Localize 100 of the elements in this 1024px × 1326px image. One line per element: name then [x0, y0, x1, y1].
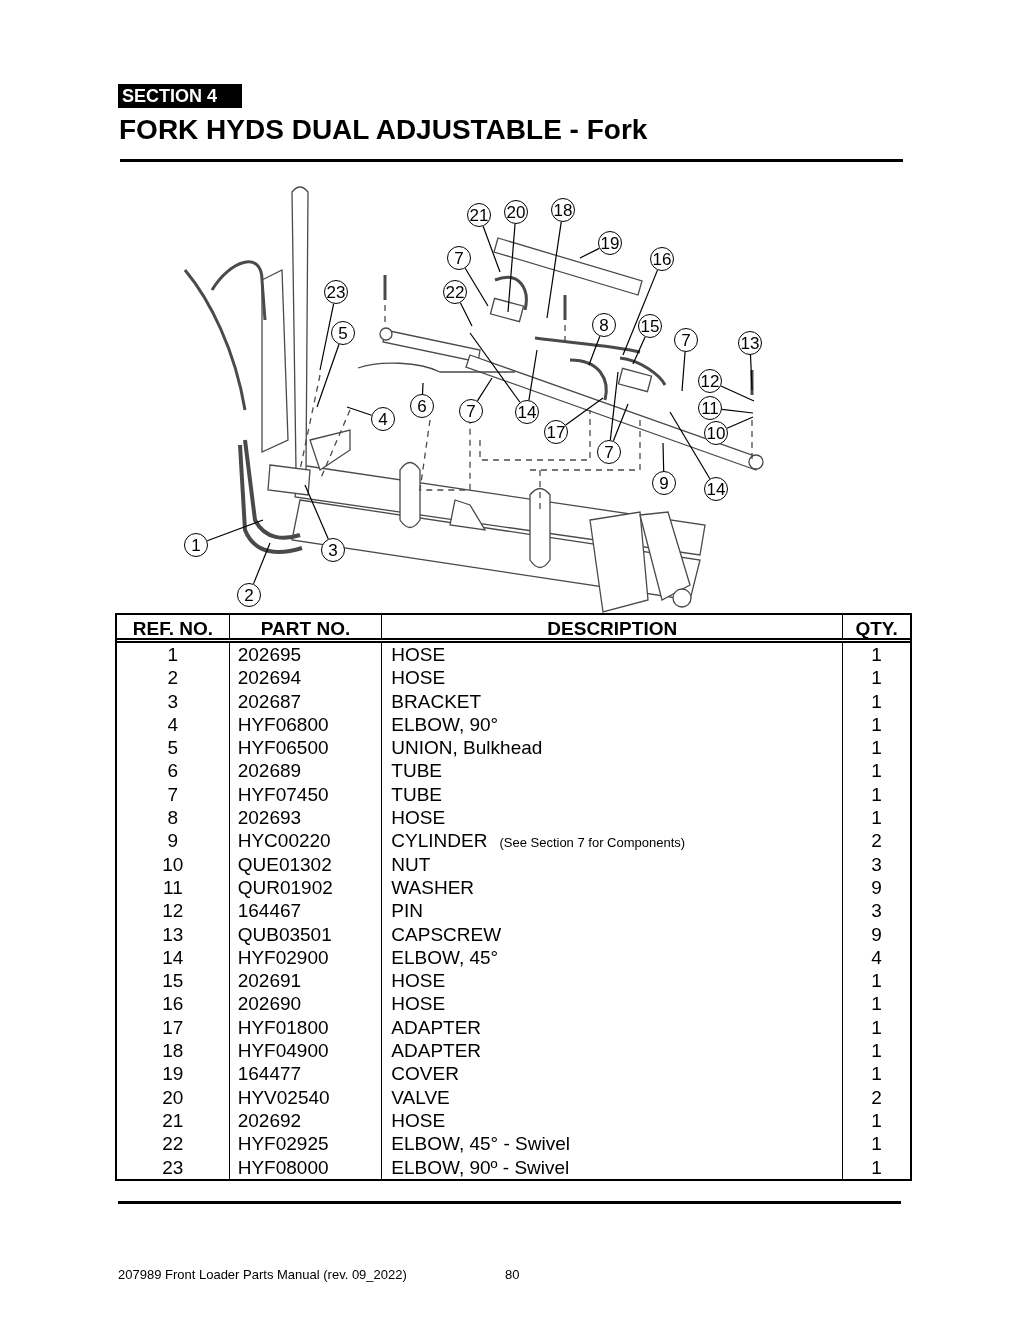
table-cell-text: QUR01902	[237, 876, 333, 898]
table-cell-text: HOSE	[391, 667, 446, 689]
table-cell-text: HYC00220	[237, 830, 331, 852]
table-cell-text: 1	[871, 644, 882, 665]
callout-number: 14	[704, 477, 728, 501]
table-cell-text: 1	[871, 690, 882, 712]
table-cell-text: 4	[871, 946, 882, 968]
callout-number: 6	[410, 394, 434, 418]
table-cell-text: 10	[162, 853, 184, 875]
table-cell-text: 9	[167, 830, 179, 852]
table-cell-text: 1	[871, 667, 882, 689]
table-cell-text: 9	[871, 876, 882, 898]
table-cell-text: HOSE	[391, 1109, 446, 1131]
leader-line	[609, 371, 619, 441]
table-cell-text: 1	[871, 783, 882, 805]
table-cell-text: HYF02925	[237, 1133, 329, 1155]
table-cell-text: 18	[162, 1040, 184, 1062]
table-cell-text: 1	[871, 970, 882, 992]
table-cell-text: 1	[871, 1063, 882, 1085]
table-cell-text: WASHER	[391, 876, 475, 898]
callout-number: 21	[467, 203, 491, 227]
table-cell-text: HOSE	[391, 644, 446, 665]
leader-line	[662, 442, 665, 472]
table-cell-text: 15	[162, 970, 184, 992]
leader-line	[346, 406, 373, 416]
leader-line	[421, 382, 424, 395]
leader-line	[721, 408, 754, 414]
table-cell-text: 1	[871, 1109, 882, 1131]
table-cell-text: PIN	[391, 900, 424, 922]
leader-line	[681, 351, 686, 392]
table-cell-text: 16	[162, 993, 184, 1015]
table-cell-text: HYF06800	[237, 713, 329, 735]
callout-number: 4	[371, 407, 395, 431]
table-cell-text: 202689	[237, 760, 302, 782]
table-cell-text: QUB03501	[237, 923, 332, 945]
table-cell-text: 13	[162, 923, 184, 945]
callout-number: 18	[551, 198, 575, 222]
callout-number: 14	[515, 400, 539, 424]
table-cell-text: 2	[167, 667, 179, 689]
table-cell-text: 3	[167, 690, 179, 712]
callout-number: 16	[650, 247, 674, 271]
table-cell-text: 1	[871, 737, 882, 759]
callout-number: 7	[447, 246, 471, 270]
table-cell-text: ADAPTER	[391, 1040, 482, 1062]
leader-line	[726, 416, 754, 429]
table-cell-text: BRACKET	[391, 690, 482, 712]
callout-number: 3	[321, 538, 345, 562]
table-cell-text: ELBOW, 90°	[391, 713, 499, 735]
leader-line	[749, 354, 753, 391]
table-cell-text: CYLINDER	[391, 829, 488, 853]
leader-line	[720, 385, 755, 402]
table-cell-text: 4	[167, 713, 179, 735]
table-cell-text: NUT	[391, 853, 431, 875]
leader-line	[469, 332, 521, 403]
leader-line	[565, 397, 604, 426]
table-cell-text: 11	[163, 876, 183, 898]
callout-number: 23	[324, 280, 348, 304]
column-header: QTY.	[854, 617, 899, 638]
callout-number: 9	[652, 471, 676, 495]
leader-line	[632, 336, 646, 365]
table-note: (See Section 7 for Components)	[499, 834, 686, 853]
leader-line	[546, 221, 562, 319]
table-cell-text: 5	[167, 737, 179, 759]
callout-number: 19	[598, 231, 622, 255]
callout-number: 20	[504, 200, 528, 224]
table-cell-text: HYF01800	[237, 1016, 329, 1038]
table-cell-text: 2	[871, 830, 882, 852]
table-cell-text: HYF02900	[237, 946, 329, 968]
callout-number: 5	[331, 321, 355, 345]
leader-line	[252, 542, 271, 585]
table-cell-text: 2	[871, 1086, 882, 1108]
page-title: FORK HYDS DUAL ADJUSTABLE - Fork	[119, 113, 648, 147]
callout-number: 17	[544, 420, 568, 444]
leader-line	[319, 303, 335, 371]
table-cell-text: 1	[871, 1133, 882, 1155]
column-header: REF. NO.	[117, 615, 230, 638]
table-cell-text: 21	[162, 1109, 184, 1131]
callout-number: 13	[738, 331, 762, 355]
leader-line	[316, 343, 340, 408]
leader-line	[507, 223, 516, 313]
leader-line	[588, 335, 601, 366]
table-cell-text: 1	[871, 1040, 882, 1062]
leader-line	[579, 247, 600, 259]
callout-number: 8	[592, 313, 616, 337]
table-cell-text: 7	[167, 783, 179, 805]
table-cell-text: QUE01302	[237, 853, 332, 875]
section-badge: SECTION 4	[118, 84, 242, 108]
table-cell-text: CAPSCREW	[391, 923, 502, 945]
table-cell-text: ELBOW, 45°	[391, 946, 499, 968]
table-cell-text: 19	[162, 1063, 184, 1085]
leader-line	[206, 519, 264, 542]
table-cell-text: HOSE	[391, 970, 446, 992]
table-cell-text: 1	[871, 713, 882, 735]
table-cell-text: 202691	[237, 970, 302, 992]
table-cell-text: HYF04900	[237, 1040, 329, 1062]
leader-line	[304, 484, 329, 540]
table-cell-text: 202692	[237, 1109, 302, 1131]
callout-number: 22	[443, 280, 467, 304]
table-cell-text: 8	[167, 807, 179, 829]
column-header: PART NO.	[229, 615, 383, 638]
